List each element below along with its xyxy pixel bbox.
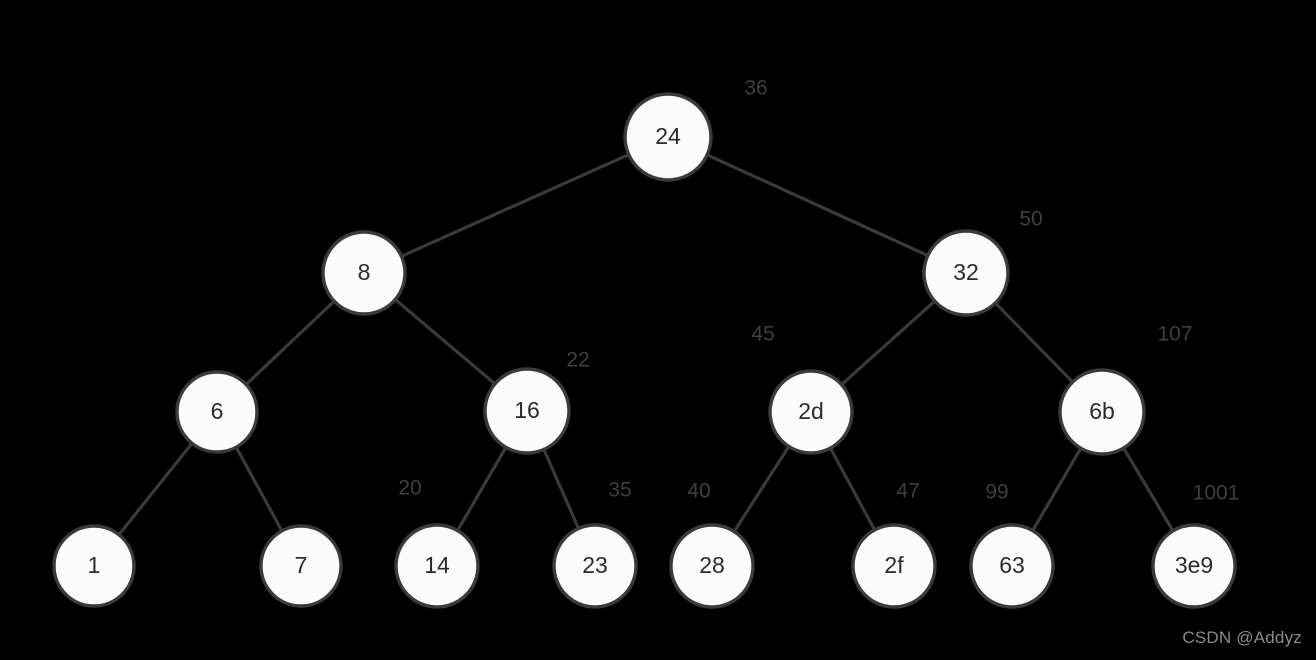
tree-edge [392,297,498,387]
node-label: 6 [211,398,224,424]
tree-node[interactable]: 24 [623,92,713,182]
tree-edge [398,152,632,259]
edge-label: 1001 [1193,482,1240,505]
tree-edge [732,444,791,534]
node-circle[interactable] [623,92,713,182]
node-label: 6b [1089,398,1115,424]
tree-node[interactable]: 14 [394,523,480,609]
edge-label: 35 [608,479,631,502]
node-circle[interactable] [969,523,1055,609]
nodes-group: 24 8 32 6 16 2d 6b 1 7 14 23 28 2f 63 3e9 [52,92,1237,609]
node-label: 1 [88,552,101,578]
edge-label: 107 [1157,323,1192,346]
tree-node[interactable]: 8 [321,230,407,316]
node-circle[interactable] [922,229,1010,317]
node-label: 32 [953,259,979,285]
tree-edge [993,300,1075,385]
tree-edge [541,446,581,531]
edge-labels-group: 36 22 45 107 20 35 40 47 99 1001 50 [398,77,1239,505]
node-label: 23 [582,552,608,578]
tree-node[interactable]: 7 [259,524,343,608]
edge-label: 40 [687,480,710,503]
tree-node[interactable]: 2d [768,369,854,455]
edge-label: 22 [566,349,589,372]
edges-group [116,152,1176,538]
node-circle[interactable] [52,524,136,608]
tree-edge [1121,445,1176,534]
tree-node[interactable]: 23 [552,523,638,609]
tree-node[interactable]: 2f [851,523,937,609]
node-label: 7 [295,552,308,578]
edge-label: 99 [985,481,1008,504]
node-circle[interactable] [552,523,638,609]
tree-edge [839,298,938,387]
node-label: 14 [424,552,450,578]
watermark: CSDN @Addyz [1182,628,1302,647]
tree-node[interactable]: 28 [669,523,755,609]
tree-edge [116,440,195,538]
tree-edge [455,444,509,534]
tree-edge [704,152,931,258]
node-label: 3e9 [1175,552,1213,578]
edge-label: 47 [896,480,919,503]
tree-node[interactable]: 1 [52,524,136,608]
tree-node[interactable]: 6 [175,370,259,454]
node-circle[interactable] [851,523,937,609]
tree-node[interactable]: 6b [1058,368,1146,456]
edge-label: 45 [751,323,774,346]
node-circle[interactable] [1058,368,1146,456]
node-circle[interactable] [669,523,755,609]
node-circle[interactable] [768,369,854,455]
tree-node[interactable]: 16 [483,367,571,455]
node-label: 2d [798,398,824,424]
node-label: 24 [655,123,681,149]
edge-label: 50 [1019,208,1042,231]
tree-node[interactable]: 3e9 [1151,523,1237,609]
node-circle[interactable] [259,524,343,608]
edge-label: 20 [398,477,421,500]
node-circle[interactable] [1151,523,1237,609]
node-circle[interactable] [394,523,480,609]
node-circle[interactable] [175,370,259,454]
tree-node[interactable]: 32 [922,229,1010,317]
node-label: 16 [514,397,540,423]
tree-edge [234,444,284,534]
tree-edge [243,298,337,387]
edge-label: 36 [744,77,767,100]
tree-node[interactable]: 63 [969,523,1055,609]
tree-edge [828,445,877,533]
node-label: 2f [884,552,904,578]
node-label: 63 [999,552,1025,578]
node-circle[interactable] [321,230,407,316]
tree-edge [1030,445,1083,534]
node-circle[interactable] [483,367,571,455]
node-label: 28 [699,552,725,578]
node-label: 8 [358,259,371,285]
